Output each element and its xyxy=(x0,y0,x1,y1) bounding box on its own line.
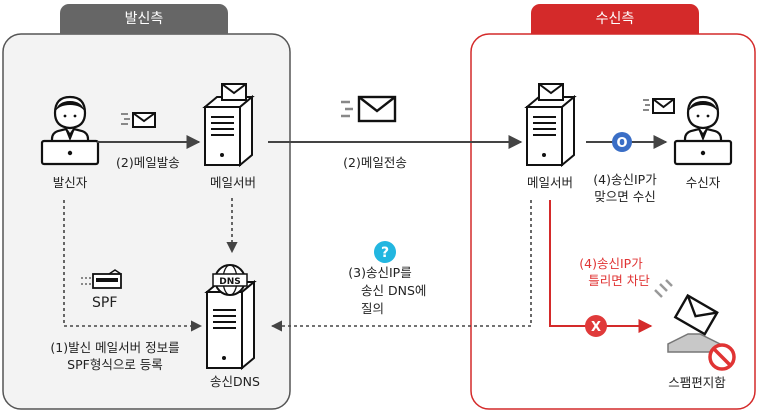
step3-line2: 송신 DNS에 xyxy=(361,283,427,298)
spf-label: SPF xyxy=(92,295,118,311)
spam-mailbox-icon xyxy=(654,279,736,371)
question-badge-symbol: ? xyxy=(381,245,389,261)
dns-query-dotted-arrow xyxy=(270,200,532,332)
step4-ok-line1: (4)송신IP가 xyxy=(593,172,657,187)
step4-bad-line2: 틀리면 차단 xyxy=(588,273,650,288)
spam-label: 스팸편지함 xyxy=(668,375,726,390)
step3-line1: (3)송신IP를 xyxy=(348,265,412,280)
sender-side-tab: 발신측 xyxy=(60,4,228,34)
step2-transfer-label: (2)메일전송 xyxy=(343,155,407,170)
receiver-envelope-icon xyxy=(643,98,675,114)
block-arrow xyxy=(549,200,653,333)
spf-register-dotted-arrow xyxy=(63,200,203,332)
dns-icon-text: DNS xyxy=(219,277,241,287)
transfer-envelope-icon xyxy=(341,95,397,123)
step1-line2: SPF형식으로 등록 xyxy=(67,357,163,372)
sender-mail-server-icon xyxy=(202,94,255,168)
envelope-icon xyxy=(221,83,247,101)
sender-person-icon xyxy=(40,95,100,166)
globe-dns-icon xyxy=(212,264,248,296)
sender-mail-server-label: 메일서버 xyxy=(209,175,256,190)
ok-badge xyxy=(612,132,632,152)
receiver-person-icon xyxy=(673,95,733,166)
step4-ok-line2: 맞으면 수신 xyxy=(594,189,656,204)
sender-label: 발신자 xyxy=(52,175,88,190)
step4-bad-line1: (4)송신IP가 xyxy=(579,256,643,271)
ok-badge-symbol: O xyxy=(616,136,627,151)
step1-line1: (1)발신 메일서버 정보를 xyxy=(50,340,180,355)
envelope-icon xyxy=(538,83,564,101)
receiver-mail-server-label: 메일서버 xyxy=(526,175,573,190)
dns-server-icon xyxy=(204,279,257,371)
receiver-side-tab: 수신측 xyxy=(531,4,699,34)
step2-send-label: (2)메일발송 xyxy=(116,155,180,170)
sending-envelope-icon xyxy=(121,112,156,128)
spf-record-icon xyxy=(81,269,122,289)
receiver-label: 수신자 xyxy=(685,175,721,190)
x-badge xyxy=(585,315,607,337)
receiver-mail-server-icon xyxy=(524,94,577,168)
dns-label: 송신DNS xyxy=(210,374,260,389)
x-badge-symbol: X xyxy=(591,320,601,335)
question-badge xyxy=(374,241,396,263)
step3-line3: 질의 xyxy=(361,301,385,316)
